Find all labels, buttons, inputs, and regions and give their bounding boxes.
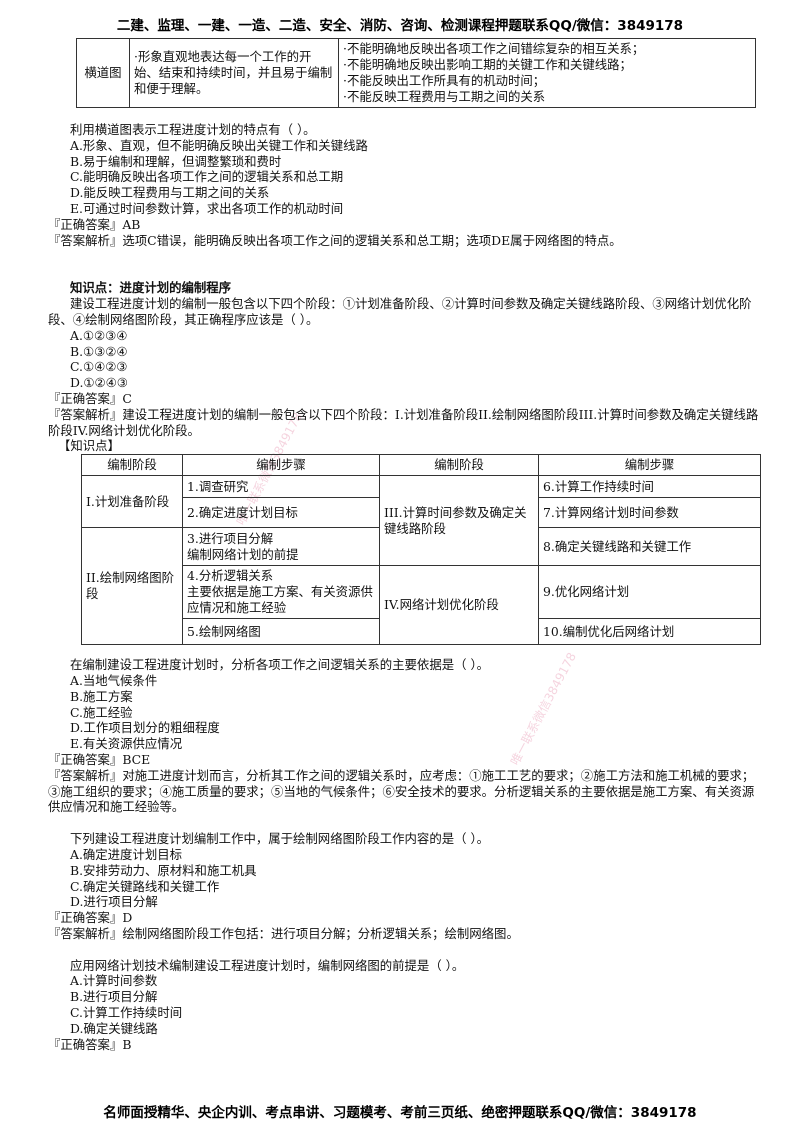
- option: B.进行项目分解: [70, 989, 158, 1005]
- table-header: 编制阶段: [379, 454, 539, 477]
- step-cell: 7.计算网络计划时间参数: [538, 497, 761, 529]
- answer: 『正确答案』B: [48, 1036, 132, 1052]
- question-stem: 下列建设工程进度计划编制工作中，属于绘制网络图阶段工作内容的是（ ）。: [70, 831, 490, 847]
- step-cell: 8.确定关键线路和关键工作: [538, 527, 761, 567]
- option: A.确定进度计划目标: [70, 846, 183, 862]
- step-cell: 5.绘制网络图: [182, 618, 380, 646]
- option: C.确定关键路线和关键工作: [70, 878, 220, 894]
- option: E.有关资源供应情况: [70, 736, 183, 752]
- question-stem: 利用横道图表示工程进度计划的特点有（ ）。: [70, 122, 316, 137]
- disadvantage-item: ·不能反映工程费用与工期之间的关系: [343, 89, 546, 104]
- answer: 『正确答案』BCE: [48, 751, 151, 767]
- option: A.当地气候条件: [70, 672, 158, 688]
- analysis: 『答案解析』绘制网络图阶段工作包括：进行项目分解；分析逻辑关系；绘制网络图。: [48, 925, 519, 941]
- document-body: 横道图 ·形象直观地表达每一个工作的开始、结束和持续时间，并且易于编制和便于理解…: [48, 38, 761, 1052]
- step-cell: 1.调查研究: [182, 475, 380, 499]
- answer: 『正确答案』AB: [48, 216, 141, 232]
- disadvantage-item: ·不能反映出工作所具有的机动时间；: [343, 73, 546, 88]
- advantage-cell: ·形象直观地表达每一个工作的开始、结束和持续时间，并且易于编制和便于理解。: [129, 38, 339, 108]
- knowledge-tag: 【知识点】: [58, 438, 120, 454]
- analysis: 『答案解析』选项C错误，能明确反映出各项工作之间的逻辑关系和总工期；选项DE属于…: [48, 232, 622, 248]
- stage-cell: I.计划准备阶段: [81, 475, 183, 529]
- option: D.进行项目分解: [70, 894, 158, 910]
- answer: 『正确答案』D: [48, 910, 133, 926]
- option: C.①④②③: [70, 359, 128, 375]
- stage-cell: II.绘制网络图阶段: [81, 527, 183, 646]
- page-footer: 名师面授精华、央企内训、考点串讲、习题模考、考前三页纸、绝密押题联系QQ/微信：…: [103, 1105, 697, 1121]
- answer: 『正确答案』C: [48, 390, 132, 406]
- option: B.易于编制和理解，但调整繁琐和费时: [70, 153, 282, 169]
- table-label: 横道图: [76, 38, 130, 108]
- table-header: 编制阶段: [81, 454, 183, 477]
- option: B.①③②④: [70, 343, 128, 359]
- question-stem: 应用网络计划技术编制建设工程进度计划时，编制网络图的前提是（ ）。: [70, 957, 465, 973]
- option: A.形象、直观，但不能明确反映出关键工作和关键线路: [70, 137, 368, 153]
- option: A.计算时间参数: [70, 973, 158, 989]
- table-header: 编制步骤: [538, 454, 761, 477]
- step-cell: 6.计算工作持续时间: [538, 475, 761, 499]
- option: A.①②③④: [70, 327, 128, 343]
- option: D.工作项目划分的粗细程度: [70, 720, 220, 736]
- question-stem: 建设工程进度计划的编制一般包含以下四个阶段：①计划准备阶段、②计算时间参数及确定…: [48, 296, 752, 327]
- gantt-feature-table: 横道图 ·形象直观地表达每一个工作的开始、结束和持续时间，并且易于编制和便于理解…: [76, 38, 756, 108]
- option: C.计算工作持续时间: [70, 1005, 183, 1021]
- option: C.施工经验: [70, 704, 133, 720]
- page-header: 二建、监理、一建、一造、二造、安全、消防、咨询、检测课程押题联系QQ/微信：38…: [116, 18, 684, 34]
- step-cell: 4.分析逻辑关系 主要依据是施工方案、有关资源供应情况和施工经验: [182, 565, 380, 620]
- option: C.能明确反映出各项工作之间的逻辑关系和总工期: [70, 169, 344, 185]
- disadvantage-item: ·不能明确地反映出各项工作之间错综复杂的相互关系；: [343, 41, 645, 56]
- step-cell: 3.进行项目分解 编制网络计划的前提: [182, 527, 380, 567]
- section-title: 知识点：进度计划的编制程序: [70, 280, 232, 296]
- question-stem: 在编制建设工程进度计划时，分析各项工作之间逻辑关系的主要依据是（ ）。: [70, 657, 490, 673]
- option: D.①②④③: [70, 375, 128, 391]
- option: B.安排劳动力、原材料和施工机具: [70, 862, 257, 878]
- analysis: 『答案解析』建设工程进度计划的编制一般包含以下四个阶段：I.计划准备阶段II.绘…: [48, 406, 759, 438]
- step-cell: 2.确定进度计划目标: [182, 497, 380, 529]
- option: B.施工方案: [70, 688, 133, 704]
- disadvantage-cell: ·不能明确地反映出各项工作之间错综复杂的相互关系； ·不能明确地反映出影响工期的…: [338, 38, 756, 108]
- step-cell: 9.优化网络计划: [538, 565, 761, 620]
- option: E.可通过时间参数计算，求出各项工作的机动时间: [70, 200, 344, 216]
- option: D.确定关键线路: [70, 1020, 158, 1036]
- table-header: 编制步骤: [182, 454, 380, 477]
- disadvantage-item: ·不能明确地反映出影响工期的关键工作和关键线路；: [343, 57, 632, 72]
- planning-stage-table: 编制阶段 编制步骤 编制阶段 编制步骤 I.计划准备阶段 1.调查研究 III.…: [81, 454, 761, 646]
- analysis: 『答案解析』对施工进度计划而言，分析其工作之间的逻辑关系时，应考虑：①施工工艺的…: [48, 767, 755, 815]
- stage-cell: IV.网络计划优化阶段: [379, 565, 539, 646]
- step-cell: 10.编制优化后网络计划: [538, 618, 761, 646]
- stage-cell: III.计算时间参数及确定关键线路阶段: [379, 475, 539, 567]
- option: D.能反映工程费用与工期之间的关系: [70, 185, 270, 201]
